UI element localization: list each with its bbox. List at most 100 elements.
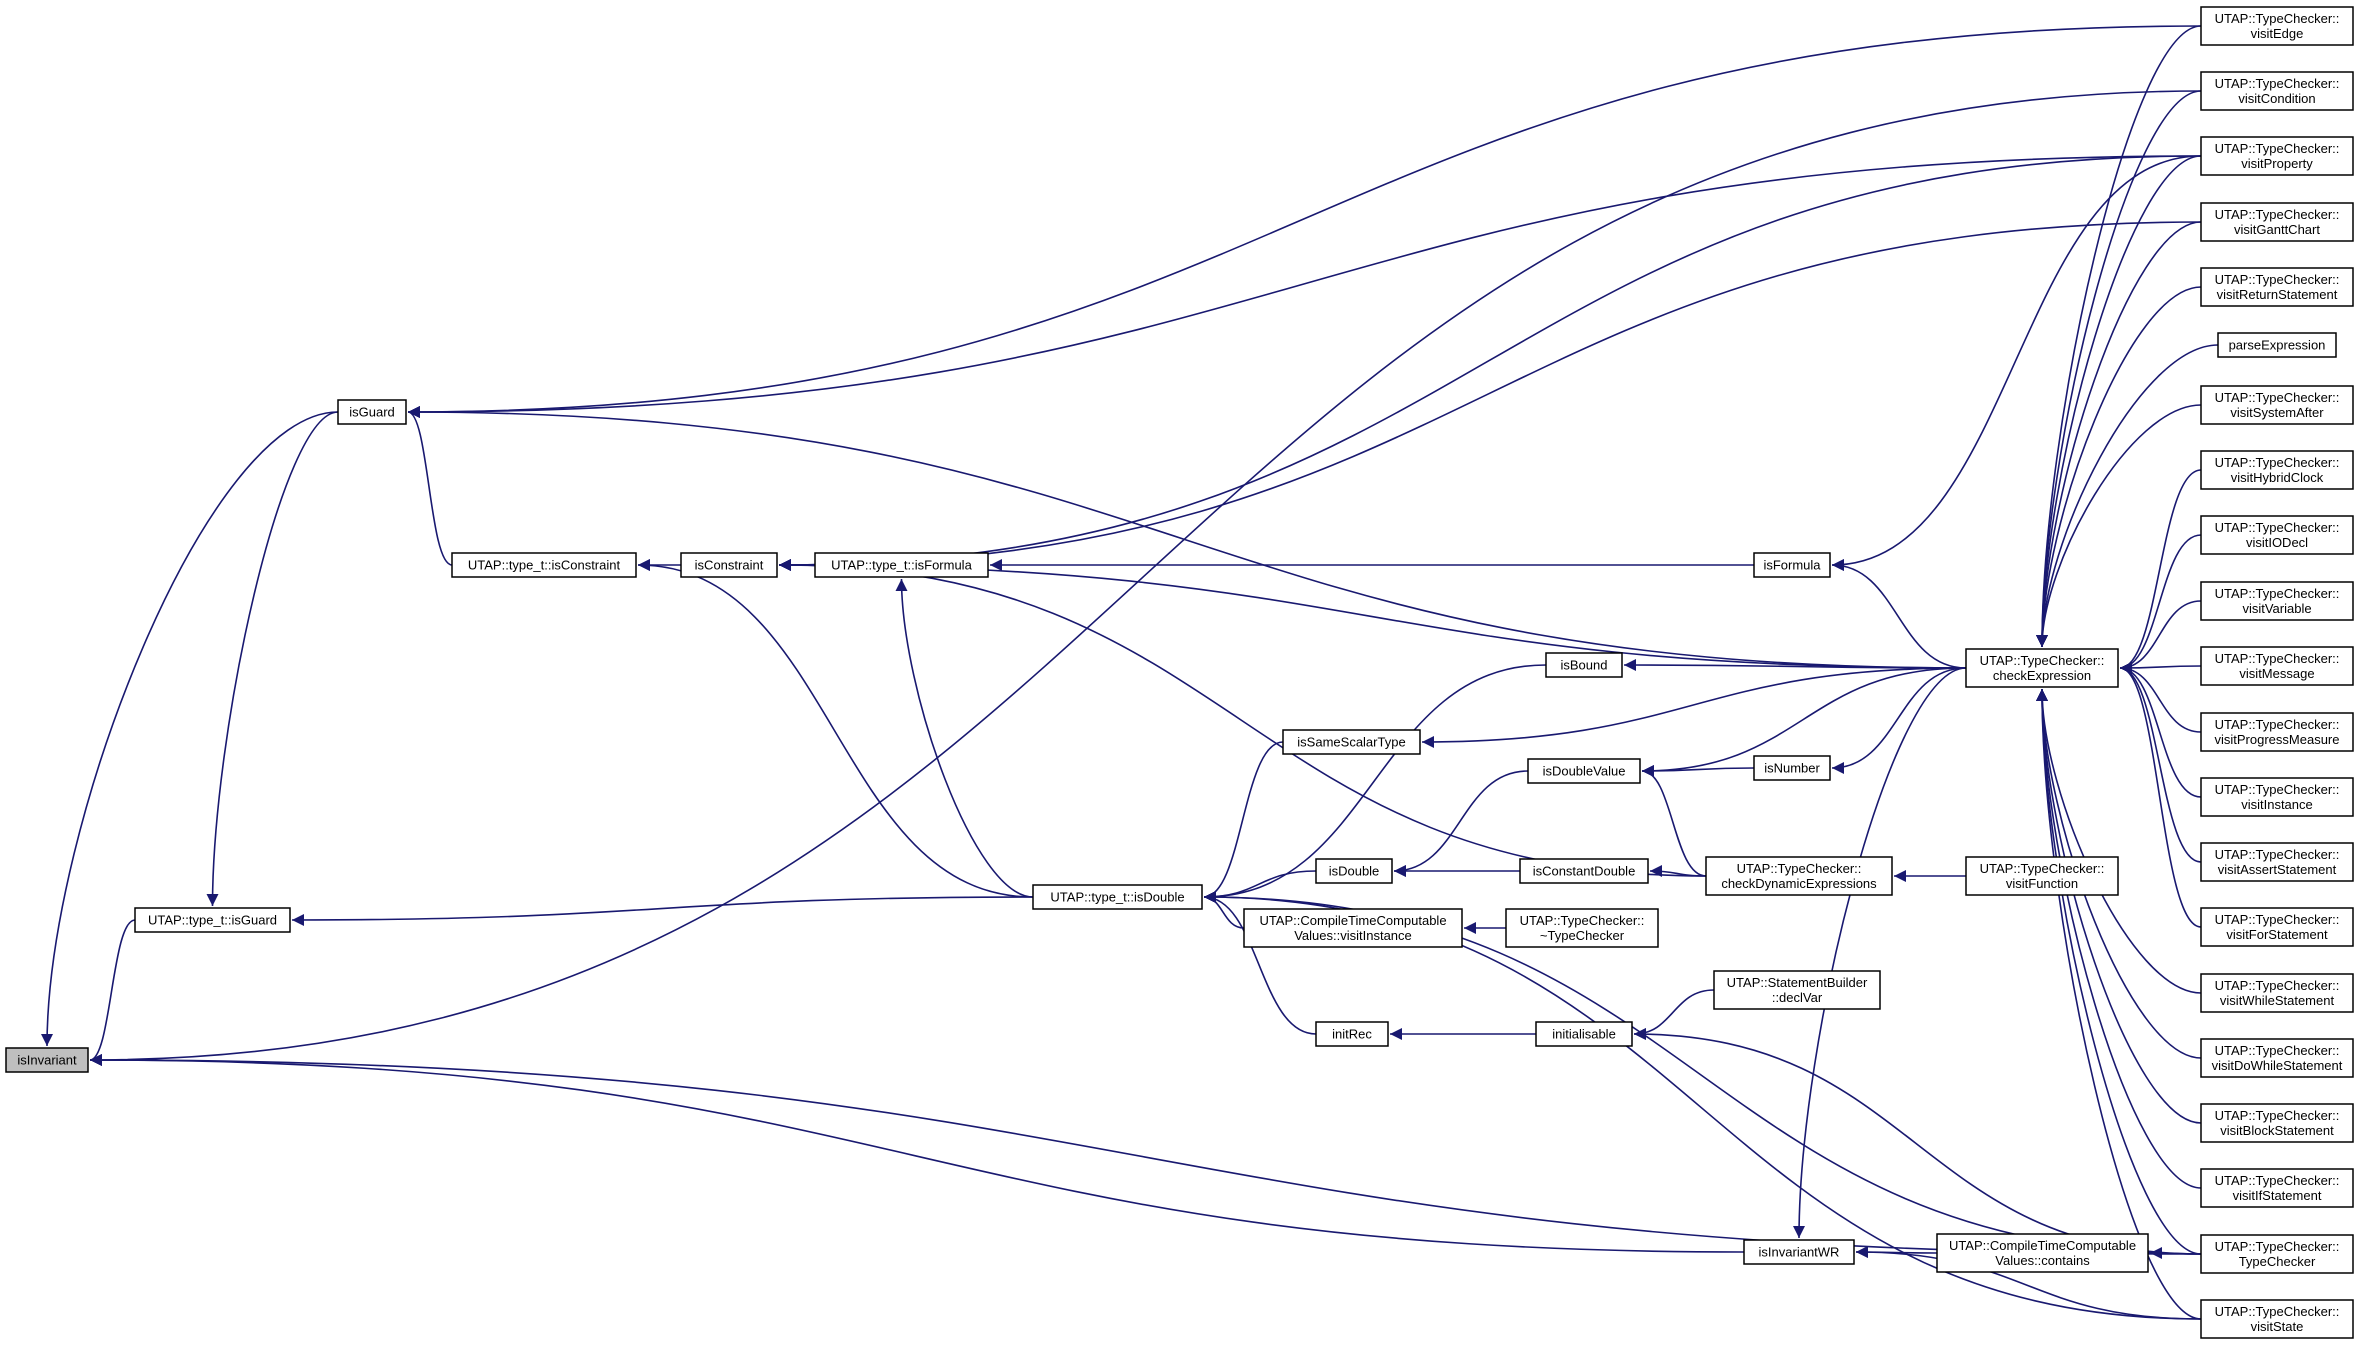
node-label: UTAP::type_t::isGuard bbox=[148, 913, 277, 928]
node-is-constant-double[interactable]: isConstantDouble bbox=[1519, 858, 1649, 884]
node-parse-expression[interactable]: parseExpression bbox=[2217, 332, 2337, 358]
node-ctc-visit-instance[interactable]: UTAP::CompileTimeComputableValues::visit… bbox=[1243, 908, 1463, 948]
edge-visit-edge-to-check-expression bbox=[2036, 25, 2202, 648]
node-is-double-value[interactable]: isDoubleValue bbox=[1527, 758, 1641, 784]
node-visit-do-while-statement[interactable]: UTAP::TypeChecker::visitDoWhileStatement bbox=[2200, 1038, 2354, 1078]
node-box bbox=[2200, 136, 2354, 176]
node-is-constraint[interactable]: isConstraint bbox=[680, 552, 778, 578]
node-visit-return-statement[interactable]: UTAP::TypeChecker::visitReturnStatement bbox=[2200, 267, 2354, 307]
node-box bbox=[2217, 332, 2337, 358]
node-visit-block-statement[interactable]: UTAP::TypeChecker::visitBlockStatement bbox=[2200, 1103, 2354, 1143]
edge-check-expression-to-is-invariant-wr bbox=[1793, 667, 1967, 1239]
node-label: visitDoWhileStatement bbox=[2212, 1058, 2343, 1073]
node-label: isInvariantWR bbox=[1759, 1245, 1840, 1260]
node-label: UTAP::TypeChecker:: bbox=[2215, 390, 2340, 405]
node-box bbox=[2200, 646, 2354, 686]
node-label: UTAP::TypeChecker:: bbox=[2215, 782, 2340, 797]
node-label: visitHybridClock bbox=[2231, 470, 2324, 485]
node-is-guard[interactable]: isGuard bbox=[337, 399, 407, 425]
edge-visit-property-to-is-constraint bbox=[778, 155, 2202, 571]
node-visit-if-statement[interactable]: UTAP::TypeChecker::visitIfStatement bbox=[2200, 1168, 2354, 1208]
node-box bbox=[2200, 267, 2354, 307]
node-box bbox=[2200, 515, 2354, 555]
node-box bbox=[2200, 842, 2354, 882]
node-label: visitWhileStatement bbox=[2220, 993, 2335, 1008]
node-box bbox=[680, 552, 778, 578]
node-box bbox=[1753, 755, 1831, 781]
edge-check-dynamic-to-is-double-value bbox=[1641, 765, 1707, 877]
edge-is-guard-to-is-invariant bbox=[41, 411, 339, 1047]
node-visit-variable[interactable]: UTAP::TypeChecker::visitVariable bbox=[2200, 581, 2354, 621]
edge-tc-constructor-to-is-invariant bbox=[89, 1054, 2202, 1255]
node-box bbox=[1936, 1233, 2149, 1273]
node-box bbox=[2200, 202, 2354, 242]
edge-check-dynamic-to-is-constant-double bbox=[1649, 865, 1707, 878]
edge-sb-decl-var-to-initialisable bbox=[1633, 989, 1715, 1040]
node-label: UTAP::CompileTimeComputable bbox=[1259, 913, 1446, 928]
node-type-is-formula[interactable]: UTAP::type_t::isFormula bbox=[814, 552, 989, 578]
node-box bbox=[1315, 858, 1393, 884]
node-is-same-scalar-type[interactable]: isSameScalarType bbox=[1282, 729, 1421, 755]
node-label: checkDynamicExpressions bbox=[1721, 876, 1877, 891]
node-type-is-guard[interactable]: UTAP::type_t::isGuard bbox=[134, 907, 291, 933]
node-visit-assert-statement[interactable]: UTAP::TypeChecker::visitAssertStatement bbox=[2200, 842, 2354, 882]
node-check-expression[interactable]: UTAP::TypeChecker::checkExpression bbox=[1965, 648, 2119, 688]
node-label: checkExpression bbox=[1993, 668, 2091, 683]
node-visit-function[interactable]: UTAP::TypeChecker::visitFunction bbox=[1965, 856, 2119, 896]
node-tc-destructor[interactable]: UTAP::TypeChecker::~TypeChecker bbox=[1505, 908, 1659, 948]
node-label: UTAP::TypeChecker:: bbox=[2215, 1173, 2340, 1188]
edge-visit-variable-to-check-expression bbox=[2119, 600, 2202, 674]
node-label: visitReturnStatement bbox=[2217, 287, 2338, 302]
node-box bbox=[2200, 1103, 2354, 1143]
node-box bbox=[2200, 712, 2354, 752]
node-label: visitEdge bbox=[2251, 26, 2304, 41]
node-visit-system-after[interactable]: UTAP::TypeChecker::visitSystemAfter bbox=[2200, 385, 2354, 425]
node-type-is-constraint[interactable]: UTAP::type_t::isConstraint bbox=[451, 552, 637, 578]
node-visit-edge[interactable]: UTAP::TypeChecker::visitEdge bbox=[2200, 6, 2354, 46]
node-box bbox=[1743, 1239, 1855, 1265]
node-box bbox=[2200, 1299, 2354, 1339]
node-label: visitFunction bbox=[2006, 876, 2078, 891]
node-ctc-contains[interactable]: UTAP::CompileTimeComputableValues::conta… bbox=[1936, 1233, 2149, 1273]
node-visit-property[interactable]: UTAP::TypeChecker::visitProperty bbox=[2200, 136, 2354, 176]
node-label: UTAP::TypeChecker:: bbox=[2215, 520, 2340, 535]
node-visit-iodecl[interactable]: UTAP::TypeChecker::visitIODecl bbox=[2200, 515, 2354, 555]
edge-is-same-scalar-type-to-type-is-double bbox=[1203, 741, 1284, 903]
node-label: isDoubleValue bbox=[1543, 764, 1626, 779]
node-box bbox=[2200, 71, 2354, 111]
edge-visit-block-statement-to-check-expression bbox=[2036, 688, 2202, 1124]
edge-visit-property-to-is-formula bbox=[1831, 155, 2202, 571]
node-init-rec[interactable]: initRec bbox=[1315, 1021, 1389, 1047]
node-is-formula[interactable]: isFormula bbox=[1753, 552, 1831, 578]
node-initialisable[interactable]: initialisable bbox=[1535, 1021, 1633, 1047]
node-box bbox=[2200, 1038, 2354, 1078]
edge-check-expression-to-is-double-value bbox=[1641, 667, 1967, 777]
node-visit-message[interactable]: UTAP::TypeChecker::visitMessage bbox=[2200, 646, 2354, 686]
edge-visit-property-to-check-expression bbox=[2036, 155, 2202, 648]
node-visit-instance[interactable]: UTAP::TypeChecker::visitInstance bbox=[2200, 777, 2354, 817]
node-label: UTAP::TypeChecker:: bbox=[2215, 586, 2340, 601]
node-visit-hybrid-clock[interactable]: UTAP::TypeChecker::visitHybridClock bbox=[2200, 450, 2354, 490]
node-visit-condition[interactable]: UTAP::TypeChecker::visitCondition bbox=[2200, 71, 2354, 111]
edge-visit-do-while-statement-to-check-expression bbox=[2036, 688, 2202, 1059]
node-label: UTAP::TypeChecker:: bbox=[2215, 1239, 2340, 1254]
node-visit-gantt-chart[interactable]: UTAP::TypeChecker::visitGanttChart bbox=[2200, 202, 2354, 242]
node-is-invariant-wr[interactable]: isInvariantWR bbox=[1743, 1239, 1855, 1265]
node-label: visitIfStatement bbox=[2233, 1188, 2322, 1203]
node-type-is-double[interactable]: UTAP::type_t::isDouble bbox=[1032, 884, 1203, 910]
node-sb-decl-var[interactable]: UTAP::StatementBuilder::declVar bbox=[1713, 970, 1881, 1010]
node-is-number[interactable]: isNumber bbox=[1753, 755, 1831, 781]
node-visit-state[interactable]: UTAP::TypeChecker::visitState bbox=[2200, 1299, 2354, 1339]
node-is-invariant[interactable]: isInvariant bbox=[5, 1047, 89, 1073]
node-check-dynamic[interactable]: UTAP::TypeChecker::checkDynamicExpressio… bbox=[1705, 856, 1893, 896]
node-visit-while-statement[interactable]: UTAP::TypeChecker::visitWhileStatement bbox=[2200, 973, 2354, 1013]
node-is-double[interactable]: isDouble bbox=[1315, 858, 1393, 884]
node-visit-progress-measure[interactable]: UTAP::TypeChecker::visitProgressMeasure bbox=[2200, 712, 2354, 752]
node-visit-for-statement[interactable]: UTAP::TypeChecker::visitForStatement bbox=[2200, 907, 2354, 947]
node-is-bound[interactable]: isBound bbox=[1545, 652, 1623, 678]
edge-type-is-guard-to-is-invariant bbox=[89, 919, 136, 1066]
node-label: visitMessage bbox=[2239, 666, 2314, 681]
node-tc-constructor[interactable]: UTAP::TypeChecker::TypeChecker bbox=[2200, 1234, 2354, 1274]
node-label: visitProgressMeasure bbox=[2215, 732, 2340, 747]
node-label: ::declVar bbox=[1772, 990, 1823, 1005]
